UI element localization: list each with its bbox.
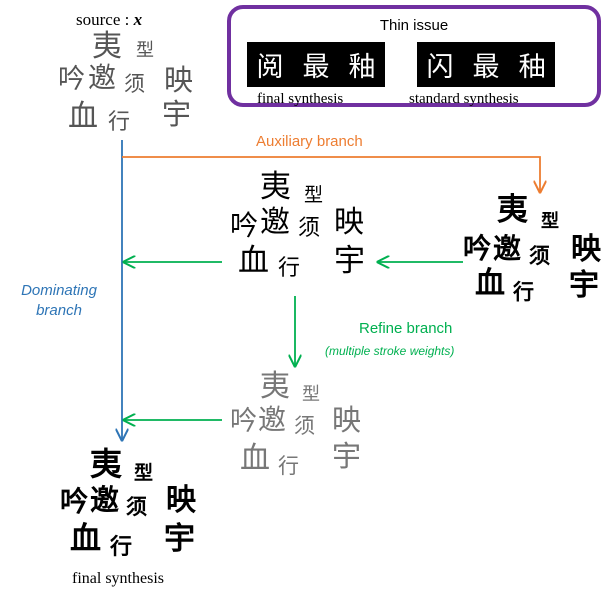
dominating-branch-label-line2: branch xyxy=(36,302,82,319)
glyph-hang: 行 xyxy=(108,110,131,135)
glyph-xing: 型 xyxy=(541,211,559,232)
dominating-branch-label: Dominating branch xyxy=(14,282,104,319)
glyph-xing: 型 xyxy=(302,384,320,405)
glyph-yin: 吟 xyxy=(60,485,89,518)
glyph-yao: 邀 xyxy=(493,232,522,265)
auxiliary-branch-label: Auxiliary branch xyxy=(256,133,363,150)
glyph-yao: 邀 xyxy=(260,205,290,240)
glyph-ying: 映 xyxy=(571,232,601,267)
glyph-xu: 须 xyxy=(298,216,321,241)
glyph-yi: 夷 xyxy=(260,169,291,205)
thin-glyph-cluster: 夷 型 吟 邀 须 映 血 行 宇 xyxy=(230,372,380,492)
glyph-yao: 邀 xyxy=(88,61,117,94)
refine-branch-label: Refine branch xyxy=(359,320,453,337)
glyph-yin: 吟 xyxy=(230,209,259,242)
glyph-yu: 宇 xyxy=(569,268,599,303)
thin-issue-title: Thin issue xyxy=(379,17,449,34)
glyph-xing: 型 xyxy=(304,184,324,206)
glyph-ying: 映 xyxy=(166,483,196,518)
final-synthesis-strip-label: final synthesis xyxy=(257,91,344,107)
glyph-hang: 行 xyxy=(278,454,299,478)
auxiliary-branch-line xyxy=(122,156,540,192)
glyph-yu: 宇 xyxy=(332,439,362,473)
glyph-xing: 型 xyxy=(136,40,154,61)
glyph-hang: 行 xyxy=(513,279,534,304)
glyph-ying: 映 xyxy=(332,403,362,437)
final-glyph-cluster: 夷 型 吟 邀 须 映 血 行 宇 xyxy=(60,448,210,568)
glyph-yi: 夷 xyxy=(497,192,528,228)
glyph-hang: 行 xyxy=(110,534,133,560)
strip-standard-char-2: 最 xyxy=(472,52,500,83)
glyph-yu: 宇 xyxy=(164,521,195,557)
glyph-ying: 映 xyxy=(164,63,194,97)
glyph-xue: 血 xyxy=(475,266,505,301)
glyph-yin: 吟 xyxy=(58,64,85,95)
source-symbol: x xyxy=(133,10,143,29)
strip-final-char-2: 最 xyxy=(302,52,330,83)
source-label: source : x xyxy=(76,10,142,30)
glyph-xu: 须 xyxy=(529,243,550,268)
glyph-yi: 夷 xyxy=(90,445,123,483)
source-glyph-cluster: 夷 型 吟 邀 须 映 血 行 宇 xyxy=(58,30,208,140)
glyph-hang: 行 xyxy=(278,256,301,281)
refine-glyph-cluster: 夷 型 吟 邀 须 映 血 行 宇 xyxy=(230,172,380,292)
strip-final-char-1: 阅 xyxy=(256,52,284,83)
source-label-text: source : xyxy=(76,10,134,29)
glyph-yi: 夷 xyxy=(260,369,290,404)
glyph-yu: 宇 xyxy=(334,243,365,279)
glyph-yin: 吟 xyxy=(230,406,257,437)
glyph-xu: 须 xyxy=(294,414,315,438)
glyph-xue: 血 xyxy=(240,441,270,476)
glyph-yao: 邀 xyxy=(90,483,120,517)
glyph-xue: 血 xyxy=(68,99,98,134)
standard-synthesis-strip: 闪 最 秞 xyxy=(417,42,555,87)
thin-issue-box: Thin issue 阅 最 釉 闪 最 秞 final synthesis s… xyxy=(227,5,601,107)
glyph-xu: 须 xyxy=(124,72,145,96)
glyph-yi: 夷 xyxy=(92,29,122,64)
auxiliary-glyph-cluster: 夷 型 吟 邀 须 映 血 行 宇 xyxy=(463,195,610,315)
glyph-xing: 型 xyxy=(134,462,154,484)
glyph-yu: 宇 xyxy=(162,97,192,131)
standard-synthesis-strip-label: standard synthesis xyxy=(409,91,519,107)
glyph-xue: 血 xyxy=(70,521,101,557)
glyph-xue: 血 xyxy=(238,243,269,279)
final-synthesis-label: final synthesis xyxy=(72,570,164,587)
strip-final-char-3: 釉 xyxy=(348,52,376,83)
glyph-xu: 须 xyxy=(126,494,147,519)
glyph-ying: 映 xyxy=(334,205,364,240)
dominating-branch-label-line1: Dominating xyxy=(21,282,97,299)
refine-branch-note: (multiple stroke weights) xyxy=(325,344,455,358)
glyph-yin: 吟 xyxy=(463,232,492,265)
final-synthesis-strip: 阅 最 釉 xyxy=(247,42,385,87)
strip-standard-char-3: 秞 xyxy=(518,52,546,83)
strip-standard-char-1: 闪 xyxy=(426,52,454,83)
glyph-yao: 邀 xyxy=(258,403,287,436)
